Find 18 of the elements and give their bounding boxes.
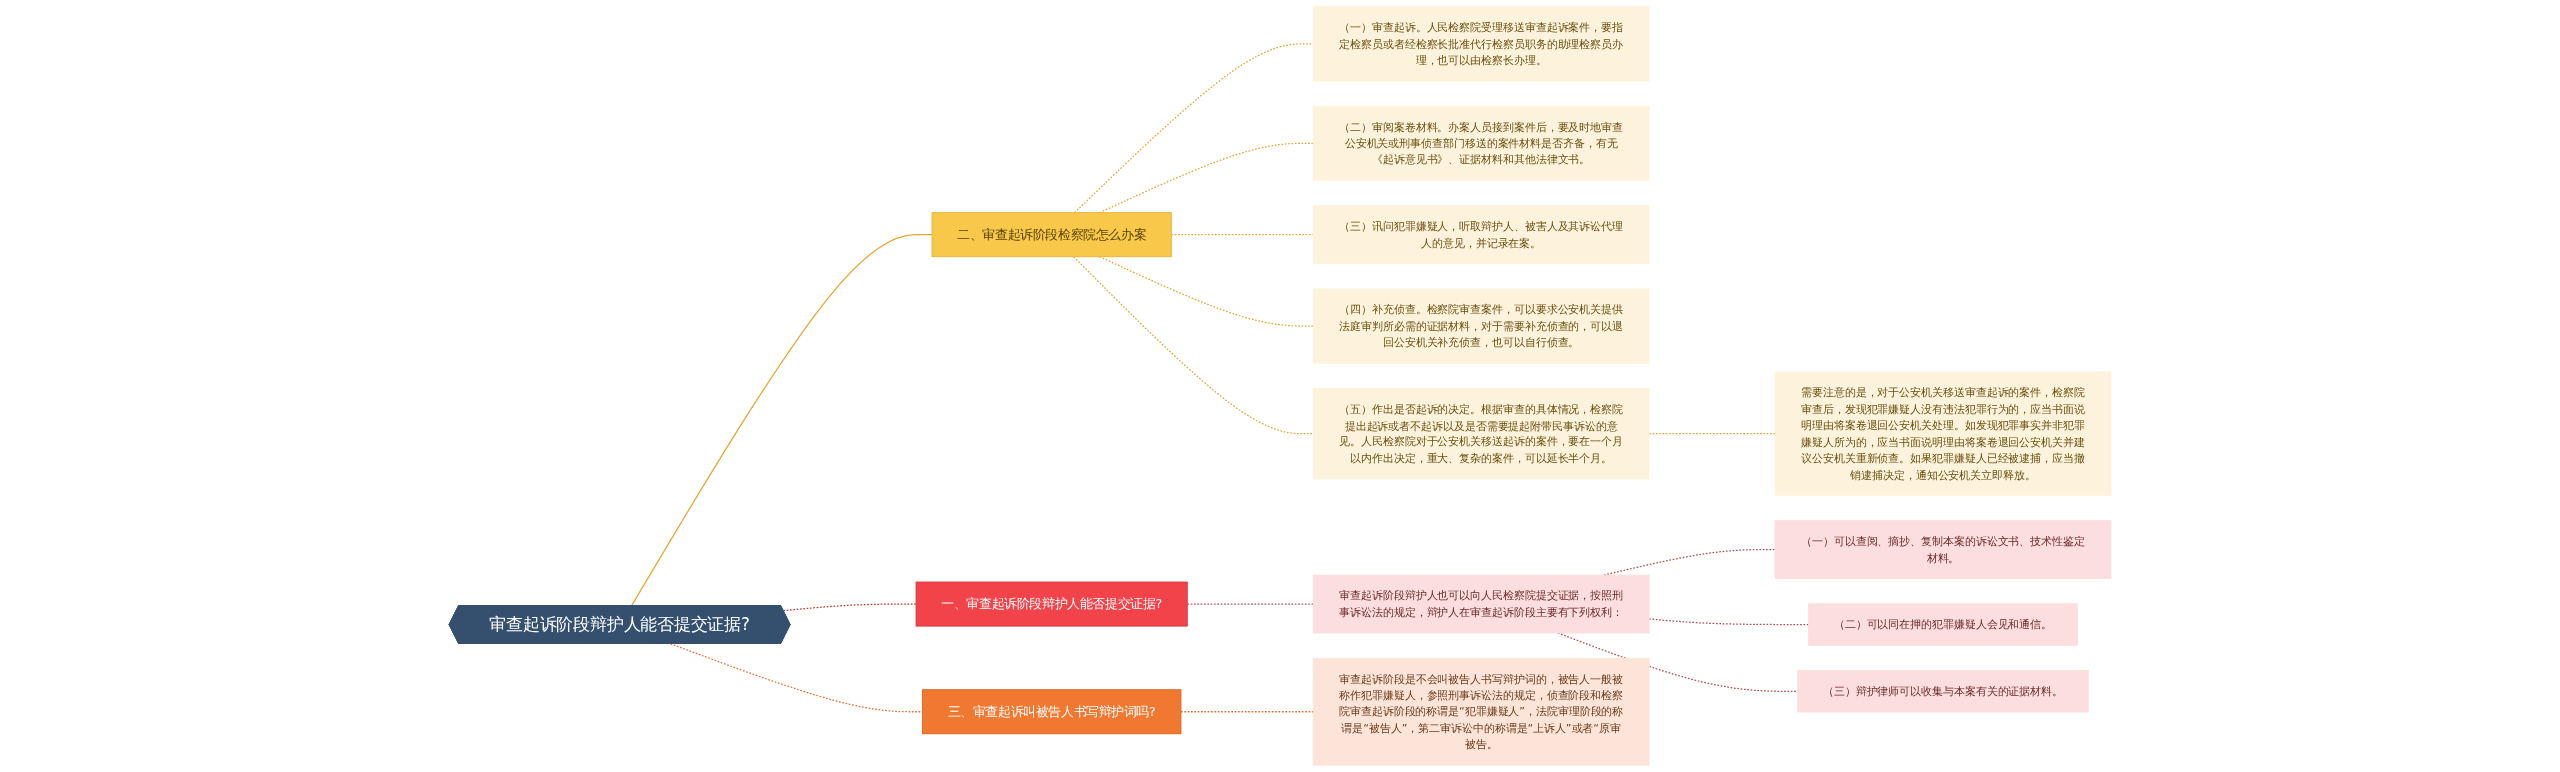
node-box: 审查起诉阶段辩护人也可以向人民检察院提交证据，按照刑事诉讼法的规定，辩护人在审查起诉阶段主要有下列权利： — [1312, 574, 1650, 634]
node-box: （二）审阅案卷材料。办案人员接到案件后，要及时地审查公安机关或刑事侦查部门移送的案件材料是否齐备，有无《起诉意见书》、证据材料和其他法律文书。 — [1312, 105, 1650, 181]
connector — [630, 234, 933, 607]
connector — [1073, 43, 1314, 214]
node-box: 三、审查起诉叫被告人书写辩护词吗? — [921, 689, 1182, 735]
node-box: 二、审查起诉阶段检察院怎么办案 — [931, 212, 1172, 258]
node-box: （三）辩护律师可以收集与本案有关的证据材料。 — [1797, 670, 2089, 713]
node-box: （四）补充侦查。检察院审查案件，可以要求公安机关提供法庭审判所必需的证据材料，对于需要补充侦查的，可以退回公安机关补充侦查，也可以自行侦查。 — [1312, 288, 1650, 364]
node-box: （二）可以同在押的犯罪嫌疑人会见和通信。 — [1808, 603, 2078, 646]
node-box: 需要注意的是，对于公安机关移送审查起诉的案件，检察院审查后，发现犯罪嫌疑人没有违法犯罪行为的，应当书面说明理由将案卷退回公安机关处理。如发现犯罪事实并非犯罪嫌疑人所为的，应当书面说明理由将案卷退回公安机关并建议公安机关重新侦查。如果犯罪嫌疑人已经被逮捕，应当撤销逮捕决定，通知公安机关立即释放。 — [1774, 371, 2112, 496]
node-box: （一）可以查阅、摘抄、复制本案的诉讼文书、技术性鉴定材料。 — [1774, 520, 2112, 579]
node-box: （三）讯问犯罪嫌疑人，听取辩护人、被害人及其诉讼代理人的意见，并记录在案。 — [1312, 205, 1650, 265]
node-box: 审查起诉阶段是不会叫被告人书写辩护词的，被告人一般被称作犯罪嫌疑人，参照刑事诉讼法的规定，侦查阶段和检察院审查起诉阶段的称谓是“犯罪嫌疑人”，法院审理阶段的称谓是“被告人”，第二审诉讼中的称谓是“上诉人”或者“原审被告。 — [1312, 657, 1650, 766]
node-box: 一、审查起诉阶段辩护人能否提交证据? — [915, 581, 1188, 627]
connector — [1073, 256, 1314, 435]
connector — [1180, 711, 1314, 713]
node-box: （五）作出是否起诉的决定。根据审查的具体情况，检察院提出起诉或者不起诉以及是否需要提起附带民事诉讼的意见。人民检察院对于公安机关移送起诉的案件，要在一个月以内作出决定，重大、复杂的案件，可以延长半个月。 — [1312, 387, 1650, 480]
node-box: （一）审查起诉。人民检察院受理移送审查起诉案件，要指定检察员或者经检察长批准代行检察员职务的助理检察员办理，也可以由检察长办理。 — [1312, 6, 1650, 82]
